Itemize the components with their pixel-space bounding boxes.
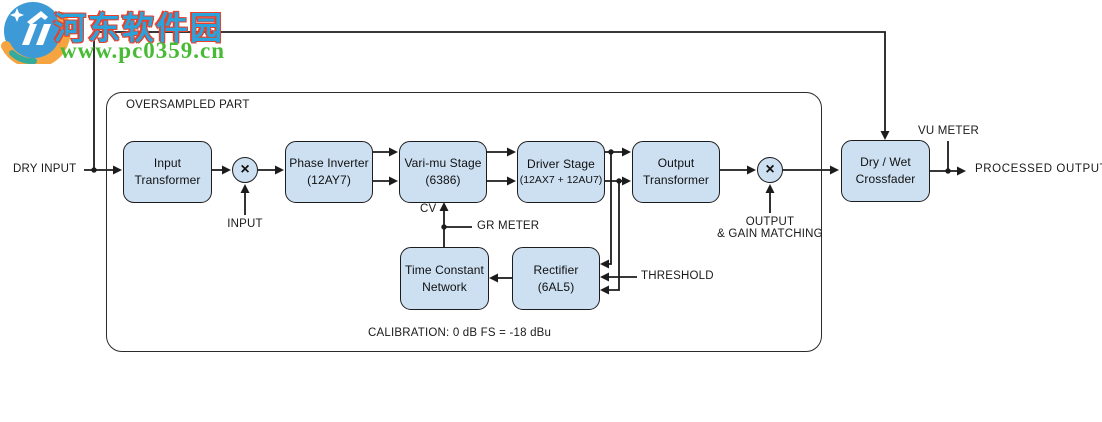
- block-phase-inverter: Phase Inverter (12AY7): [285, 141, 373, 203]
- block-label: Transformer: [134, 173, 201, 187]
- block-label: Vari-mu Stage: [404, 156, 482, 171]
- dry-input-label: DRY INPUT: [13, 163, 77, 175]
- output-gain-multiplier: ×: [757, 157, 783, 183]
- block-rectifier: Rectifier (6AL5): [512, 247, 600, 310]
- wire-segments: [84, 31, 957, 291]
- multiply-icon: ×: [240, 161, 250, 178]
- dry-signal-path: [84, 31, 886, 171]
- block-label: Rectifier: [533, 262, 579, 277]
- block-input-transformer: Input Transformer: [123, 141, 212, 203]
- vu-meter-label: VU METER: [918, 125, 980, 137]
- oversampled-part-box: [106, 92, 822, 352]
- block-label: Dry / Wet: [860, 155, 911, 170]
- block-dry-wet-crossfader: Dry / Wet Crossfader: [841, 140, 930, 202]
- block-label: Transformer: [643, 173, 709, 187]
- block-label: (6AL5): [537, 279, 575, 294]
- block-label: Driver Stage: [527, 157, 595, 172]
- calibration-label: CALIBRATION: 0 dB FS = -18 dBu: [368, 327, 552, 339]
- block-output-transformer: Output Transformer: [632, 141, 720, 203]
- input-gain-multiplier: ×: [232, 157, 258, 183]
- block-vari-mu-stage: Vari-mu Stage (6386): [399, 141, 487, 203]
- gr-meter-label: GR METER: [477, 220, 540, 232]
- block-label: Crossfader: [855, 172, 916, 186]
- arrowheads: [113, 131, 966, 295]
- block-driver-stage: Driver Stage (12AX7 + 12AU7): [517, 141, 605, 203]
- block-label: Phase Inverter: [289, 156, 369, 171]
- threshold-label: THRESHOLD: [641, 270, 714, 282]
- output-gain-label: OUTPUT & GAIN MATCHING: [715, 216, 825, 240]
- block-label: Network: [422, 279, 467, 294]
- block-label: Time Constant: [405, 262, 484, 277]
- processed-output-label: PROCESSED OUTPUT: [975, 163, 1102, 175]
- block-label: (6386): [425, 173, 461, 187]
- output-gain-line1: OUTPUT: [745, 216, 795, 228]
- block-label: Output: [657, 156, 695, 171]
- block-label: (12AX7 + 12AU7): [519, 174, 603, 187]
- output-gain-line2: & GAIN MATCHING: [717, 228, 823, 240]
- cv-label: CV: [420, 203, 437, 215]
- block-label: (12AY7): [307, 173, 351, 187]
- block-label: Input: [153, 156, 182, 171]
- multiply-icon: ×: [765, 161, 775, 178]
- input-label: INPUT: [227, 218, 263, 230]
- sidechain-taps: [609, 152, 620, 291]
- oversampled-part-label: OVERSAMPLED PART: [126, 99, 250, 111]
- block-time-constant-network: Time Constant Network: [400, 247, 489, 310]
- junction-dots: [91, 149, 951, 230]
